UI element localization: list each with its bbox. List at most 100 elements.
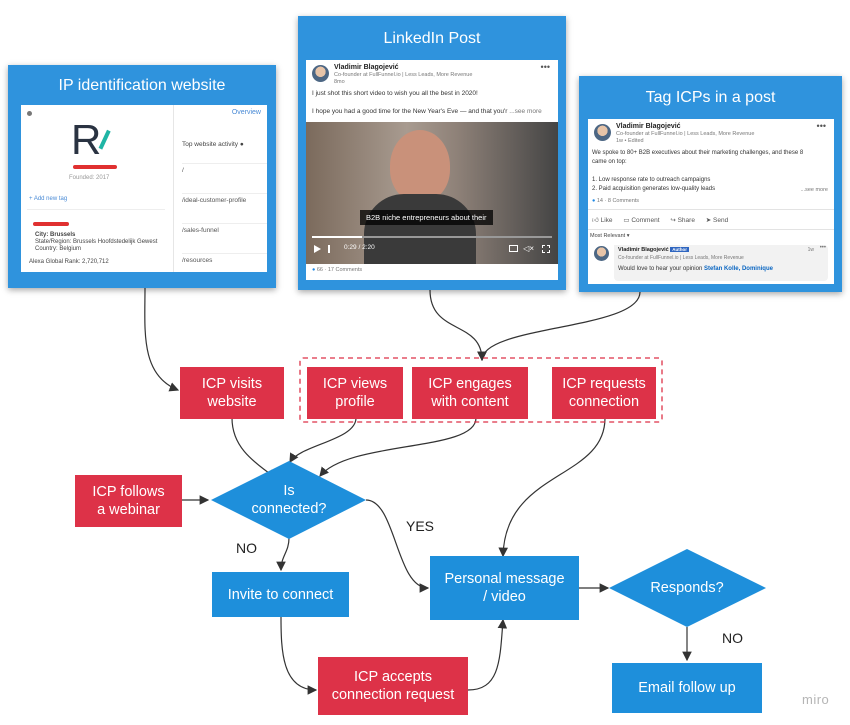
more-options-icon[interactable]: •••: [540, 62, 550, 72]
post-line-1: We spoke to 80+ B2B executives about the…: [592, 150, 804, 156]
decision-is-connected-shape: [211, 461, 366, 539]
avatar: [594, 246, 609, 261]
video-timecode: 0:29 / 2:20: [344, 244, 375, 251]
author-headline: Co-founder at FullFunnel.io | Less Leads…: [616, 131, 755, 137]
video-caption: B2B niche entrepreneurs about their: [360, 210, 493, 225]
top-activity-header: Top website activity ●: [182, 141, 244, 148]
more-options-icon[interactable]: •••: [816, 121, 826, 131]
reply-author-name: Vladimir Blagojević: [618, 247, 669, 253]
divider: [27, 209, 165, 210]
edge-tag-to-group: [477, 291, 641, 362]
fullscreen-icon[interactable]: [542, 245, 550, 253]
chevron-down-icon: ▾: [626, 233, 630, 239]
edge-accepts-to-personal: [467, 618, 508, 691]
page-row[interactable]: /resources: [182, 253, 267, 272]
edge-connected-to-personal: [365, 499, 430, 593]
speaker-body: [364, 194, 476, 264]
node-icp-views-profile: ICP views profile: [307, 367, 403, 419]
page-row[interactable]: /ideal-customer-profile: [182, 193, 267, 227]
progress-fill[interactable]: [312, 236, 362, 238]
country-text: Country: Belgium: [35, 246, 82, 252]
panel-title: Tag ICPs in a post: [645, 89, 776, 106]
like-button[interactable]: Like: [600, 217, 613, 224]
speaker-head: [390, 130, 450, 202]
post-line-2: I hope you had a good time for the New Y…: [312, 108, 542, 115]
captions-icon[interactable]: [509, 245, 518, 252]
divider: [588, 229, 834, 230]
post-line-2: came on top:: [592, 159, 627, 165]
reactions-text: 66 · 17 Comments: [316, 267, 363, 273]
state-text: State/Region: Brussels Hoofdstedelijk Ge…: [35, 239, 158, 245]
edge-views-to-connected: [289, 417, 357, 464]
author-name[interactable]: Vladimir Blagojević: [616, 123, 681, 130]
progress-track: [312, 236, 552, 238]
linkedin-post-panel: LinkedIn Post Vladimir Blagojević Co-fou…: [298, 16, 566, 290]
see-more-link[interactable]: ...see more: [800, 187, 828, 193]
node-icp-requests-connection: ICP requests connection: [552, 367, 656, 419]
reactions-count: ● 66 · 17 Comments: [312, 267, 362, 273]
comment-icon: ▭: [623, 217, 630, 224]
edge-visits-to-connected: [231, 417, 277, 479]
more-options-icon[interactable]: •••: [819, 245, 826, 251]
node-icp-accepts-connection-request: ICP accepts connection request: [318, 657, 468, 715]
company-logo: R: [71, 119, 121, 161]
reply-author[interactable]: Vladimir Blagojević Author: [618, 247, 690, 253]
page-row[interactable]: /: [182, 163, 267, 197]
video-player[interactable]: B2B niche entrepreneurs about their 0:29…: [306, 122, 558, 264]
edge-invite-to-accepts: [280, 616, 318, 695]
decision-responds-shape: [609, 549, 766, 627]
post-line-1: I just shot this short video to wish you…: [312, 90, 478, 97]
logo-letter: R: [71, 116, 102, 163]
add-tag-link[interactable]: + Add new tag: [29, 196, 68, 202]
avatar: [312, 65, 329, 82]
reply-time: 1w: [807, 247, 814, 253]
info-dot-icon: [27, 111, 32, 116]
edge-label-no-right: NO: [722, 630, 743, 646]
sort-dropdown[interactable]: Most Relevant ▾: [590, 233, 629, 239]
mute-icon[interactable]: ◁×: [523, 244, 534, 253]
comment-box: [614, 245, 828, 281]
author-name[interactable]: Vladimir Blagojević: [334, 64, 399, 71]
ip-website-screenshot: R Founded: 2017 + Add new tag City: Brus…: [21, 105, 267, 272]
redacted-domain: [33, 222, 69, 226]
edge-label-yes: YES: [406, 518, 435, 534]
panel-title: LinkedIn Post: [383, 30, 481, 47]
comment-button[interactable]: Comment: [631, 217, 660, 224]
post-item-1: 1. Low response rate to outreach campaig…: [592, 177, 711, 183]
post-time: 1w • Edited: [616, 138, 644, 144]
ip-identification-panel: IP identification website R Founded: 201…: [8, 65, 276, 288]
action-bar: 👍︎ Like ▭ Comment ↪ Share ➤ Send: [592, 216, 728, 224]
see-more-link[interactable]: ...see more: [509, 108, 542, 115]
node-icp-engages-with-content: ICP engages with content: [412, 367, 528, 419]
send-button[interactable]: Send: [713, 217, 729, 224]
avatar: [594, 124, 611, 141]
node-personal-message-video: Personal message / video: [430, 556, 579, 620]
reply-mentions[interactable]: Stefan Kolle, Dominique: [703, 266, 773, 272]
edge-connected-to-invite: [276, 537, 290, 572]
share-icon: ↪: [670, 217, 676, 224]
reactions-text: 14 · 8 Comments: [596, 198, 640, 204]
info-icon: ●: [239, 141, 244, 148]
panel-title: IP identification website: [58, 77, 226, 94]
divider: [588, 209, 834, 210]
reply-text: Would love to hear your opinion Stefan K…: [618, 266, 773, 272]
node-email-follow-up: Email follow up: [612, 663, 762, 713]
like-icon: 👍︎: [592, 217, 599, 224]
decision-is-connected: Is connected?: [251, 483, 327, 517]
edge-engages-to-connected: [319, 417, 477, 477]
dashed-group-outline: [299, 357, 663, 423]
linkedin-post-screenshot: Vladimir Blagojević Co-founder at FullFu…: [306, 60, 558, 280]
node-icp-visits-website: ICP visits website: [180, 367, 284, 419]
post-time: 8mo: [334, 79, 345, 85]
redacted-company-name: [73, 165, 117, 169]
share-button[interactable]: Share: [677, 217, 695, 224]
play-icon[interactable]: [314, 245, 321, 253]
overview-tab[interactable]: Overview: [231, 109, 261, 116]
author-badge: Author: [670, 247, 690, 252]
skip-back-icon[interactable]: [328, 245, 330, 253]
page-row[interactable]: /sales-funnel: [182, 223, 267, 257]
miro-watermark: miro: [802, 692, 830, 707]
sort-label: Most Relevant: [590, 233, 626, 239]
top-activity-label: Top website activity: [182, 141, 238, 148]
